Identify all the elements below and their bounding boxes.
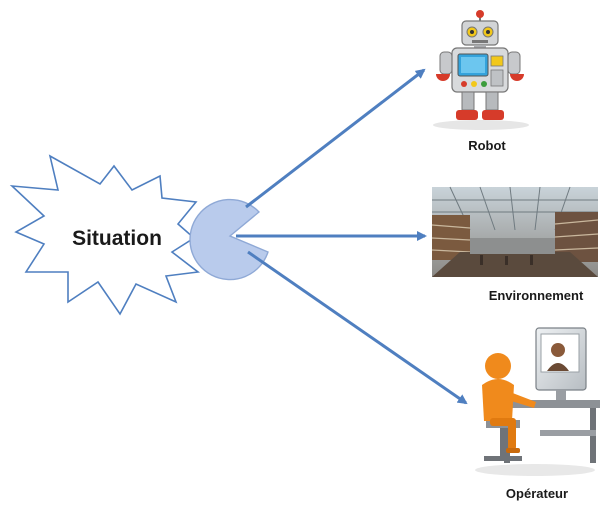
building-interior-photo — [431, 186, 599, 277]
situation-label: Situation — [72, 227, 162, 250]
environment-label: Environnement — [489, 288, 584, 303]
arrows — [236, 68, 468, 405]
burst-shape — [9, 154, 201, 316]
operator-label: Opérateur — [506, 486, 568, 501]
arrow-to-operator — [247, 250, 468, 405]
operator-at-computer-icon — [475, 327, 600, 476]
connector-node — [189, 198, 269, 281]
arrow-to-robot — [245, 68, 426, 209]
situation-burst: Situation — [9, 154, 201, 316]
robot-icon — [433, 10, 529, 130]
robot-label: Robot — [468, 138, 506, 153]
